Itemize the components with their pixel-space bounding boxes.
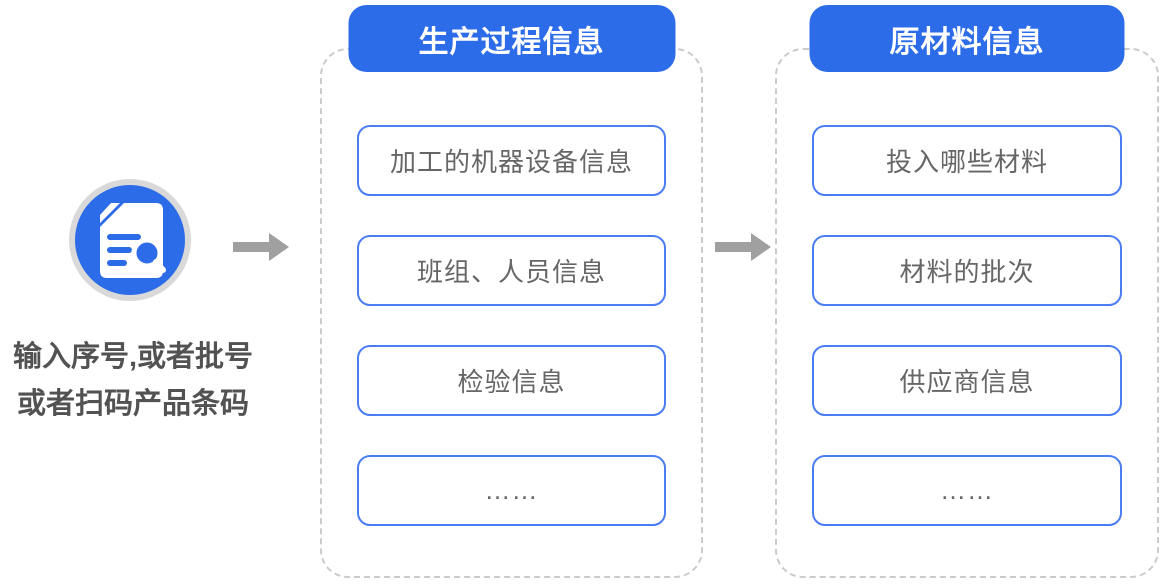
info-box-machine: 加工的机器设备信息 [357,125,666,196]
panel-production-process: 生产过程信息 加工的机器设备信息 班组、人员信息 检验信息 …… [320,5,703,578]
arrow-right-icon [715,233,771,261]
info-box-more: …… [357,455,666,526]
input-caption-line2: 或者扫码产品条码 [16,388,249,420]
info-box-materials-used: 投入哪些材料 [812,125,1122,196]
info-box-more: …… [812,455,1122,526]
info-box-team: 班组、人员信息 [357,235,666,306]
input-node [67,177,193,303]
info-box-inspection: 检验信息 [357,345,666,416]
panel-title-raw-material: 原材料信息 [809,5,1125,72]
document-search-icon [69,179,191,301]
arrow-right-icon [233,233,289,261]
info-box-material-batch: 材料的批次 [812,235,1122,306]
panel-raw-material: 原材料信息 投入哪些材料 材料的批次 供应商信息 …… [775,5,1159,578]
info-box-supplier: 供应商信息 [812,345,1122,416]
panel-title-production-process: 生产过程信息 [348,5,675,72]
input-caption: 输入序号,或者批号 或者扫码产品条码 [0,334,266,428]
input-caption-line1: 输入序号,或者批号 [12,341,254,373]
